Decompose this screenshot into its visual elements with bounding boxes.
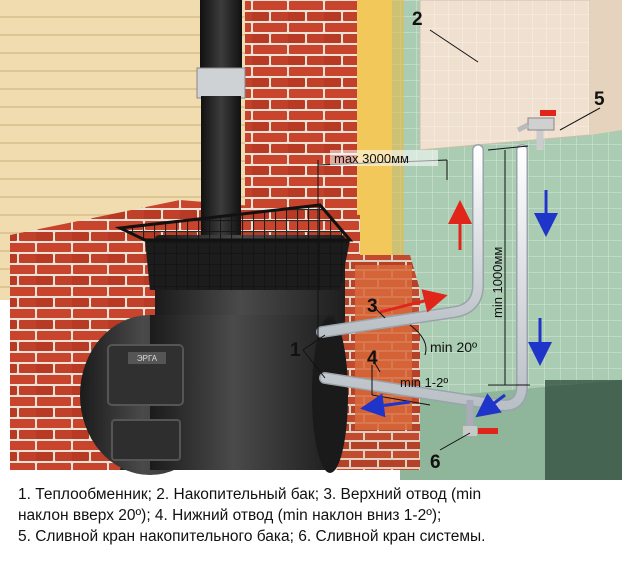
- stone-cage: [114, 203, 354, 290]
- caption-line-2: наклон вверх 20º); 4. Нижний отвод (min …: [18, 507, 442, 524]
- upper-outlet-pipe: [316, 144, 484, 338]
- callout-5: 5: [594, 89, 605, 110]
- min-height-label: min 1000мм: [490, 247, 505, 318]
- flow-arrows: [360, 190, 558, 418]
- lower-angle-label: min 1-2º: [400, 375, 448, 390]
- leader-lines: [302, 29, 601, 451]
- door-plate: [128, 352, 166, 364]
- callout-4: 4: [367, 348, 378, 369]
- upper-angle-label: min 20º: [430, 339, 477, 355]
- sauna-stove-water-system-illustration: ЭРГА: [0, 0, 622, 480]
- cold-flow-arrow-lower-pipe: [360, 393, 411, 418]
- caption-line-3: 5. Сливной кран накопительного бака; 6. …: [18, 528, 486, 545]
- max-length-label: max 3000мм: [334, 151, 409, 166]
- callout-1: 1: [290, 340, 301, 361]
- caption-line-1: 1. Теплообменник; 2. Накопительный бак; …: [18, 486, 482, 503]
- door-plate-text: ЭРГА: [137, 354, 158, 363]
- brick-chimney-wall: [245, 0, 357, 230]
- hot-flow-arrow-upper-pipe: [379, 289, 448, 314]
- callout-6: 6: [430, 452, 441, 473]
- callout-3: 3: [367, 296, 378, 317]
- callout-2: 2: [412, 9, 423, 30]
- legend-caption: 1. Теплообменник; 2. Накопительный бак; …: [18, 484, 614, 547]
- cold-flow-arrow-return: [475, 393, 506, 418]
- system-drain-valve: [463, 426, 477, 436]
- tank-drain-valve: [516, 110, 556, 150]
- chimney-pipe: [196, 0, 246, 246]
- ash-door: [111, 419, 181, 461]
- system-drain-handle: [478, 428, 498, 434]
